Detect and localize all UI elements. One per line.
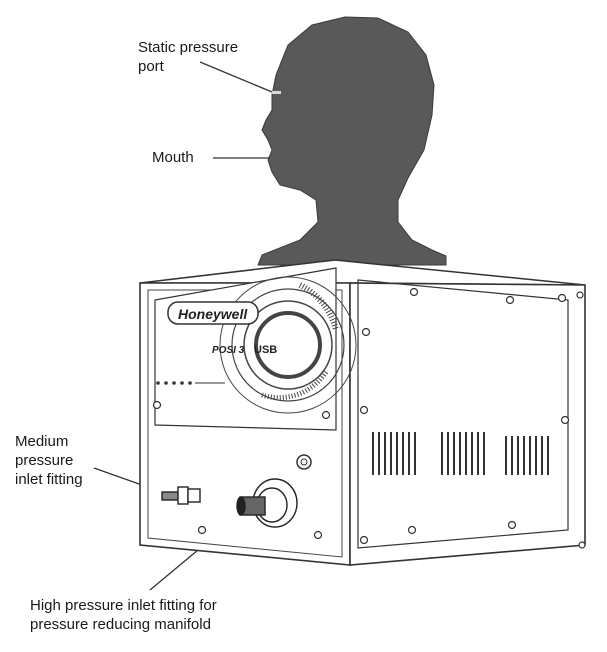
side-screws xyxy=(359,287,586,549)
dial-graphic xyxy=(219,276,357,414)
high-pressure-inlet-label: High pressure inlet fitting for pressure… xyxy=(30,597,217,633)
vent-grille-middle xyxy=(441,432,485,475)
brand-badge xyxy=(167,301,259,325)
static-pressure-port-label: Static pressure port xyxy=(138,39,239,75)
vent-grille-right xyxy=(505,436,549,475)
front-screws xyxy=(152,400,331,540)
mouth-label: Mouth xyxy=(152,149,194,166)
static-port-leader xyxy=(199,61,273,93)
front-knob xyxy=(296,454,312,470)
side-access-panel xyxy=(357,279,569,549)
front-knob-center xyxy=(300,458,308,466)
static-pressure-port-marker xyxy=(272,91,281,94)
interface-text: USB xyxy=(254,344,277,356)
box-top-face xyxy=(139,259,586,286)
model-text: POSI 3 xyxy=(212,345,245,356)
indicator-row xyxy=(156,381,225,385)
high-pressure-fitting xyxy=(236,478,298,528)
box-side-face xyxy=(349,282,586,566)
vent-grille-left xyxy=(372,432,416,475)
head-silhouette xyxy=(257,16,447,266)
medium-pressure-fitting xyxy=(161,486,201,505)
medium-pressure-inlet-label: Medium pressure inlet fitting xyxy=(15,433,83,488)
brand-logo-text: Honeywell xyxy=(178,306,248,322)
